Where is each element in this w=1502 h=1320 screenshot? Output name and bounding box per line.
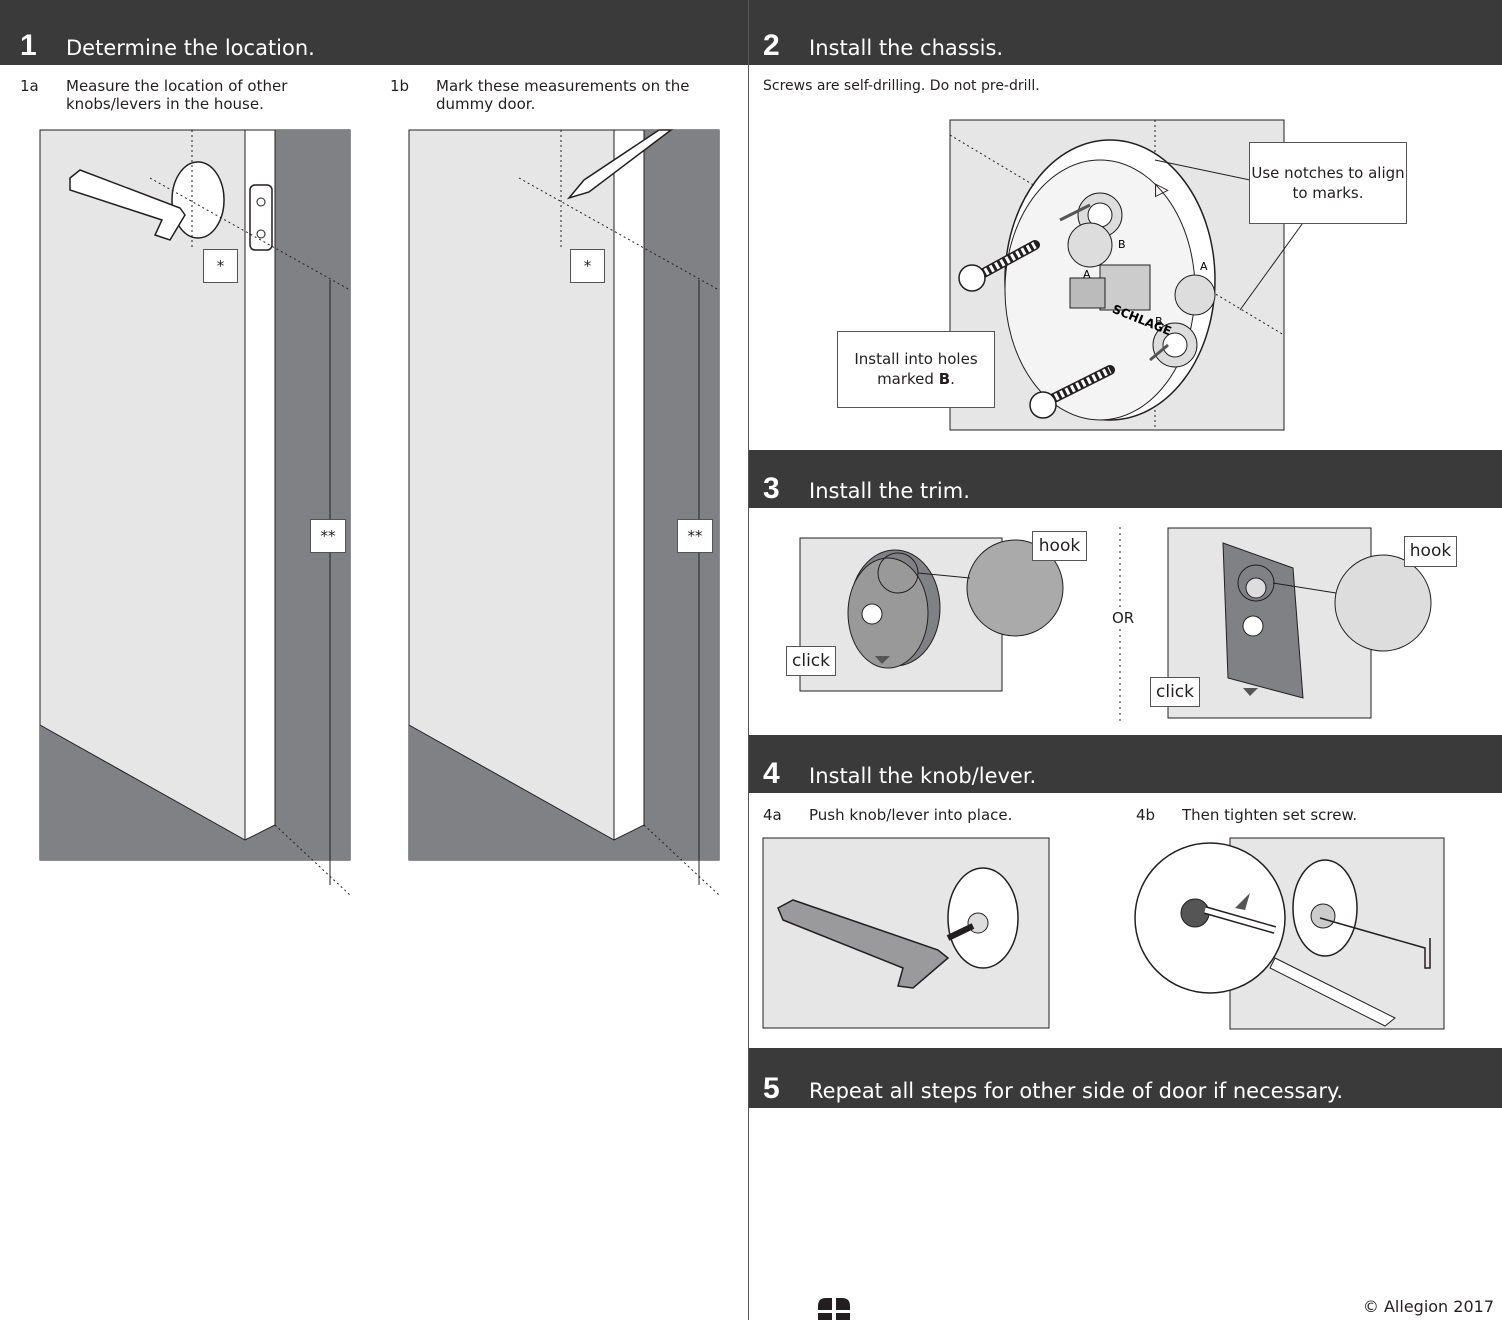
step4-header: 4 Install the knob/lever. [749,735,1502,793]
step2-title: Install the chassis. [809,36,1004,60]
column-divider [748,0,749,1320]
step3-left-trim-illustration [799,537,1064,692]
step1b-number: 1b [390,77,410,95]
step3-right-trim-illustration [1167,527,1432,719]
step4a-number: 4a [763,806,782,824]
step1b-text: Mark these measurements on the dummy doo… [436,77,690,113]
step5-header: 5 Repeat all steps for other side of doo… [749,1048,1502,1108]
svg-text:▷: ▷ [1155,179,1169,200]
step1-number: 1 [20,29,37,62]
copyright-text: © Allegion 2017 [1362,1297,1494,1316]
step3-or-label: OR [1109,609,1138,627]
step2-callout-holes-suffix: . [950,370,955,388]
step1a-door-illustration [39,129,351,896]
step5-title: Repeat all steps for other side of door … [809,1079,1344,1103]
step4a-text: Push knob/lever into place. [809,806,1013,824]
step1b-mark-double: ** [677,519,713,553]
step3-right-click: click [1150,677,1200,707]
step4b-setscrew-illustration [1134,837,1445,1030]
step2-hole-label-b1: B [1118,238,1126,251]
top-rule [0,0,1502,5]
step1a-mark-single: * [203,249,238,283]
step1b-door-illustration [408,129,720,896]
step3-number: 3 [763,472,780,505]
step5-number: 5 [763,1072,780,1105]
allegion-logo-icon [818,1298,850,1320]
step2-hole-label-a1: A [1083,268,1091,281]
step4-number: 4 [763,757,780,790]
step1a-mark-double: ** [310,519,346,553]
step3-left-click: click [786,646,836,676]
step3-left-hook: hook [1032,531,1087,561]
step1-header: 1 Determine the location. [0,5,748,65]
step1-title: Determine the location. [66,36,315,60]
step2-hole-label-a2: A [1200,260,1208,273]
step3-header: 3 Install the trim. [749,450,1502,508]
step2-chassis-illustration: ▷ B A A B SCHLAGE [949,119,1306,431]
step1b-mark-single: * [570,249,605,283]
step2-callout-holes: Install into holes marked B. [837,331,995,408]
step2-header: 2 Install the chassis. [749,5,1502,65]
step2-note: Screws are self-drilling. Do not pre-dri… [763,78,1040,94]
step2-number: 2 [763,29,780,62]
step4b-text: Then tighten set screw. [1182,806,1358,824]
step2-callout-holes-prefix: Install into holes marked [854,350,978,388]
step3-right-hook: hook [1404,536,1457,567]
step3-title: Install the trim. [809,479,970,503]
step2-hole-label-b2: B [1155,315,1163,328]
step1a-text: Measure the location of other knobs/leve… [66,77,288,113]
step2-callout-holes-bold: B [938,370,951,388]
step1a-number: 1a [20,77,39,95]
step4b-number: 4b [1136,806,1156,824]
step4-title: Install the knob/lever. [809,764,1037,788]
step2-callout-notches: Use notches to align to marks. [1249,142,1407,224]
step4a-lever-illustration [762,837,1050,1029]
